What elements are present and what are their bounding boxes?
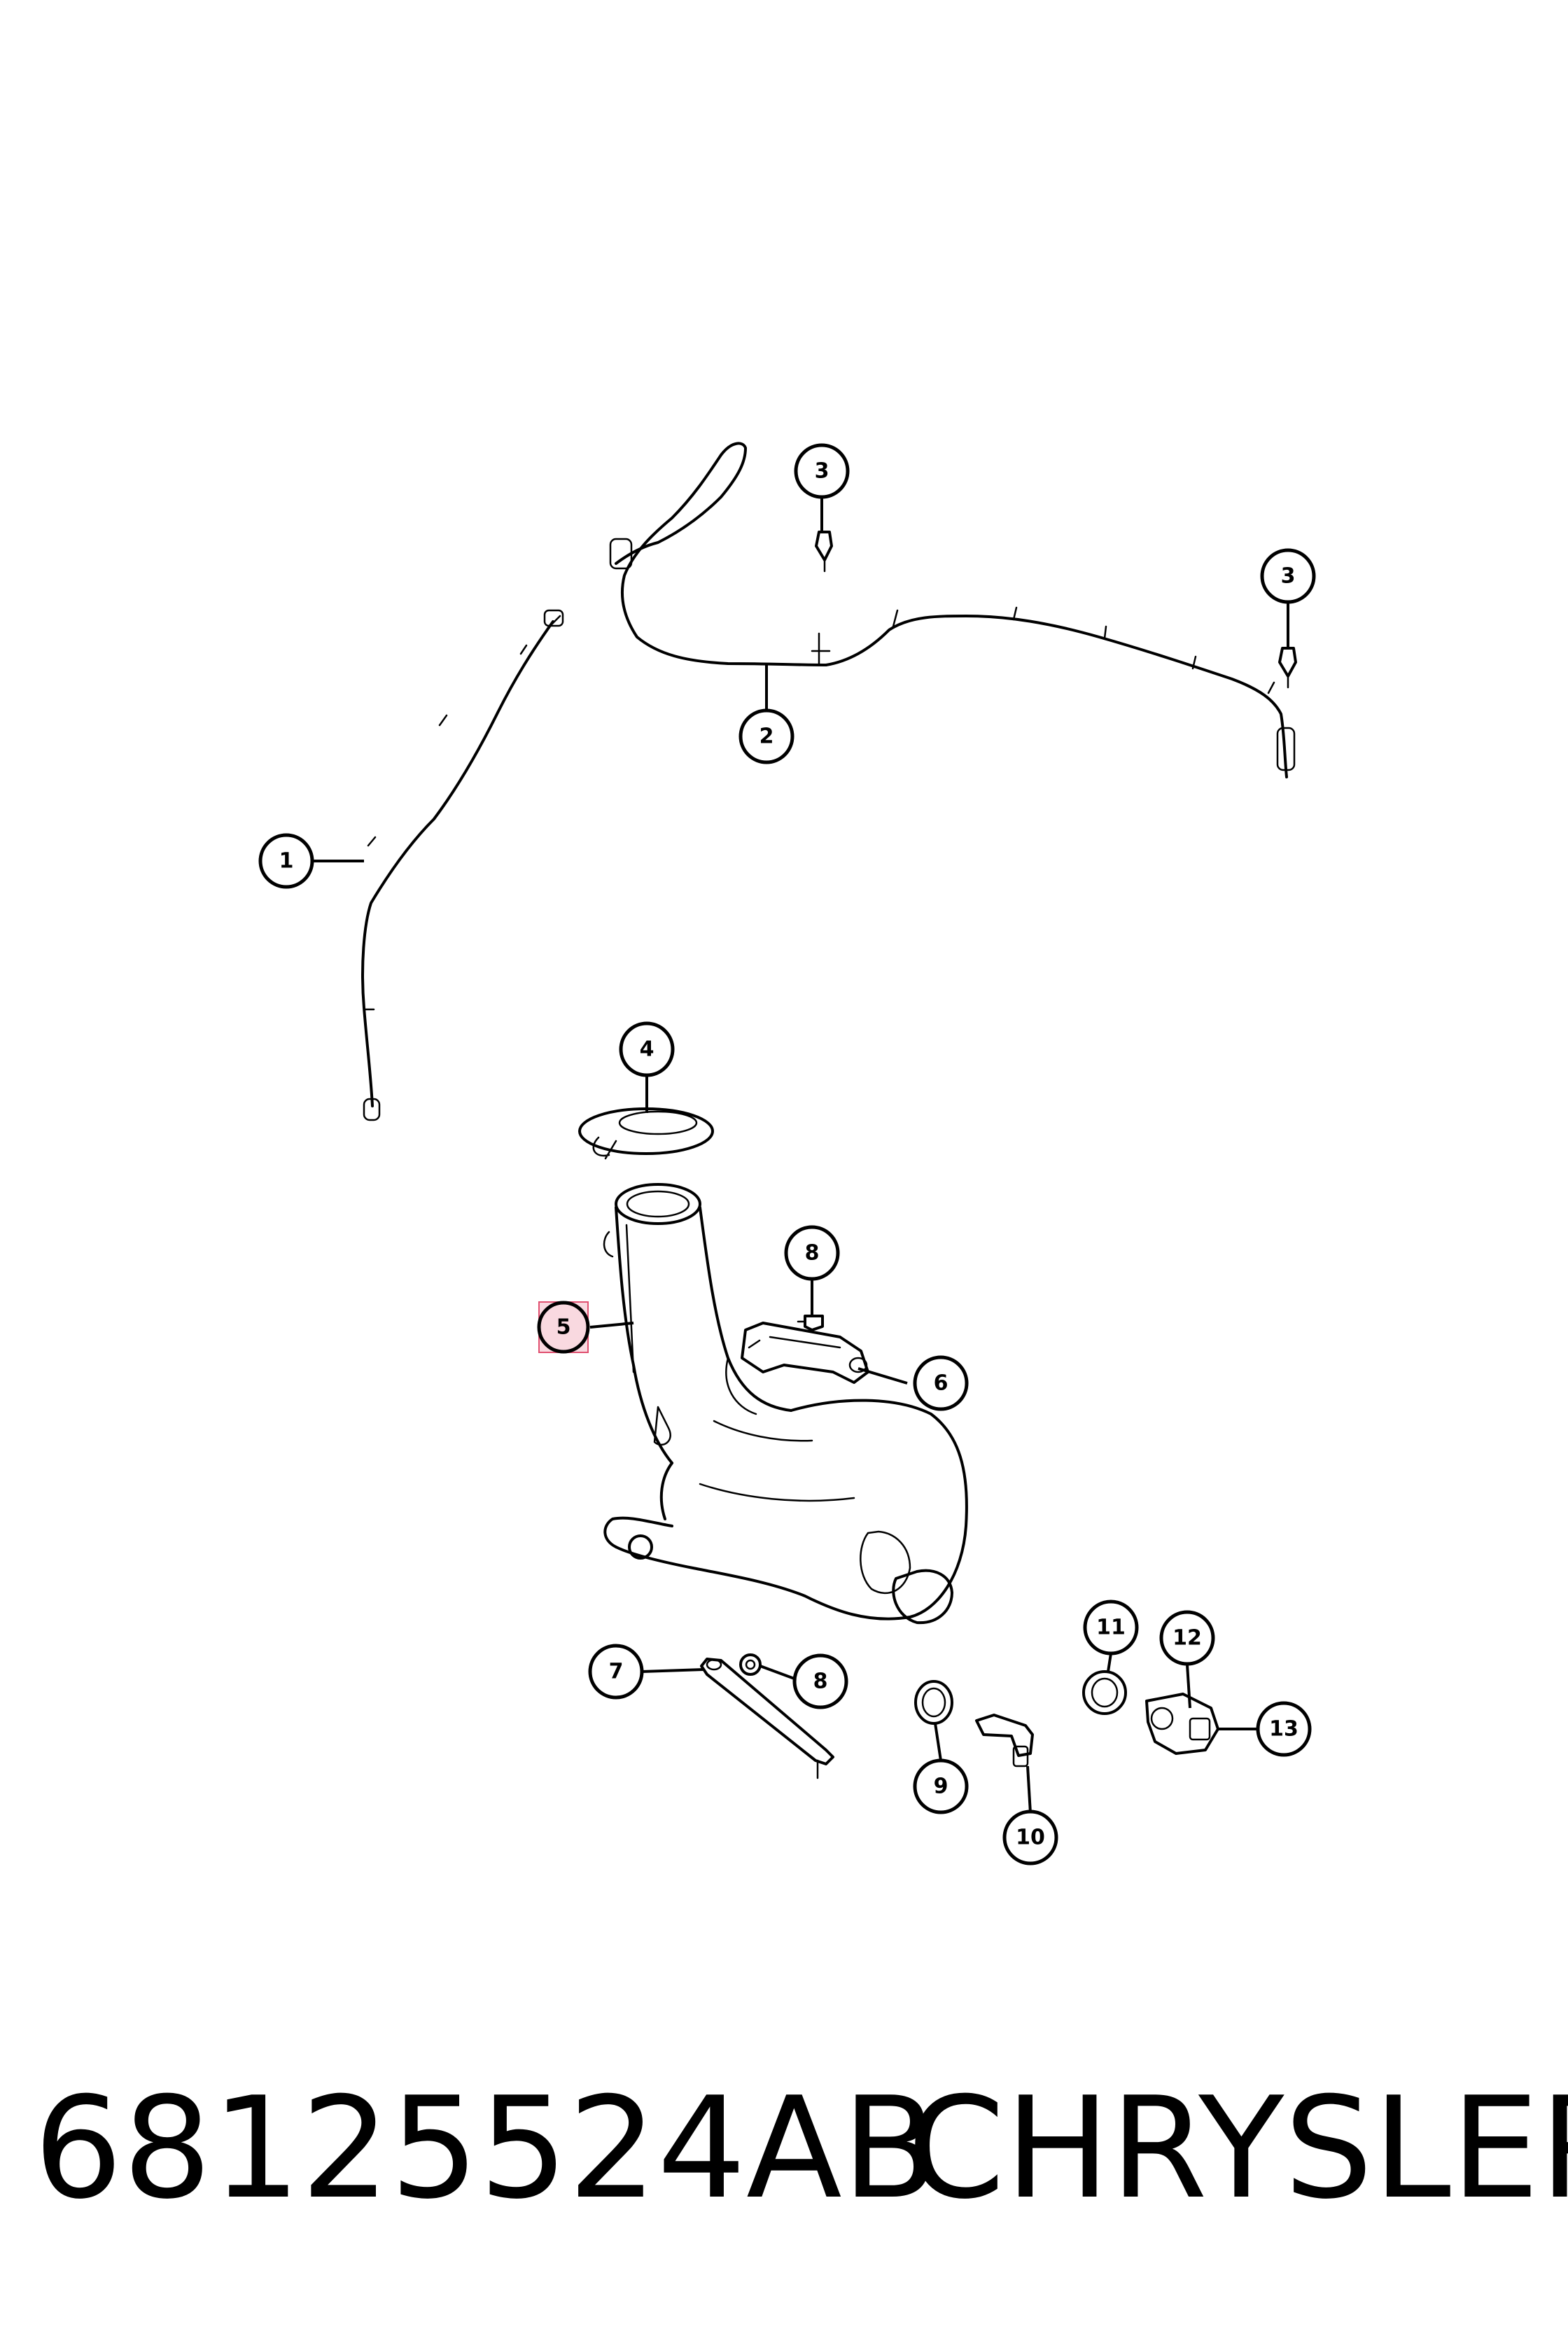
callout-label: 7 <box>609 1660 624 1684</box>
callout-label: 8 <box>813 1670 828 1694</box>
callout-3a[interactable]: 3 <box>794 443 850 499</box>
pump-seal <box>1082 1670 1127 1715</box>
part-number: 68125524AB <box>34 2067 938 2230</box>
callout-label: 4 <box>640 1037 654 1062</box>
callout-label: 10 <box>1016 1826 1045 1850</box>
grommet <box>914 1680 953 1725</box>
bolt-a <box>797 1315 824 1331</box>
callout-label: 9 <box>934 1774 948 1799</box>
callout-label: 1 <box>279 849 294 874</box>
callout-label: 2 <box>760 724 774 749</box>
callout-9[interactable]: 9 <box>913 1758 969 1814</box>
callout-5[interactable]: 5 <box>537 1301 590 1354</box>
callout-7[interactable]: 7 <box>588 1644 644 1700</box>
callout-label: 3 <box>815 459 830 484</box>
callout-3b[interactable]: 3 <box>1260 548 1316 604</box>
washer-hose-left <box>361 609 564 1121</box>
reservoir-cap <box>578 1107 714 1160</box>
nut-b <box>739 1653 762 1676</box>
callout-2[interactable]: 2 <box>738 708 794 764</box>
callout-label: 3 <box>1281 564 1296 589</box>
washer-pump <box>1145 1693 1219 1755</box>
callout-label: 12 <box>1172 1626 1202 1651</box>
callout-10[interactable]: 10 <box>1002 1809 1058 1865</box>
callout-13[interactable]: 13 <box>1256 1701 1312 1757</box>
leader-lines <box>312 497 1289 1814</box>
callout-label: 8 <box>805 1241 820 1266</box>
callout-label: 13 <box>1269 1717 1298 1742</box>
callout-11[interactable]: 11 <box>1083 1600 1139 1656</box>
callout-1[interactable]: 1 <box>258 833 314 889</box>
callout-label: 6 <box>934 1371 948 1396</box>
level-sensor <box>975 1714 1034 1768</box>
callout-12[interactable]: 12 <box>1159 1610 1215 1666</box>
callout-label: 5 <box>556 1315 571 1340</box>
washer-reservoir <box>603 1183 968 1625</box>
callout-8a[interactable]: 8 <box>784 1225 840 1281</box>
callout-8b[interactable]: 8 <box>792 1653 848 1709</box>
washer-hose-center <box>609 442 1296 778</box>
brand-name: CHRYSLER <box>907 2067 1568 2230</box>
callout-4[interactable]: 4 <box>619 1021 675 1077</box>
washer-nozzle-b <box>1278 647 1297 689</box>
callout-label: 11 <box>1096 1616 1126 1640</box>
washer-nozzle-a <box>815 531 833 573</box>
footer: 68125524AB CHRYSLER <box>0 2058 1568 2240</box>
callout-6[interactable]: 6 <box>913 1355 969 1411</box>
reservoir-bracket <box>741 1322 869 1384</box>
